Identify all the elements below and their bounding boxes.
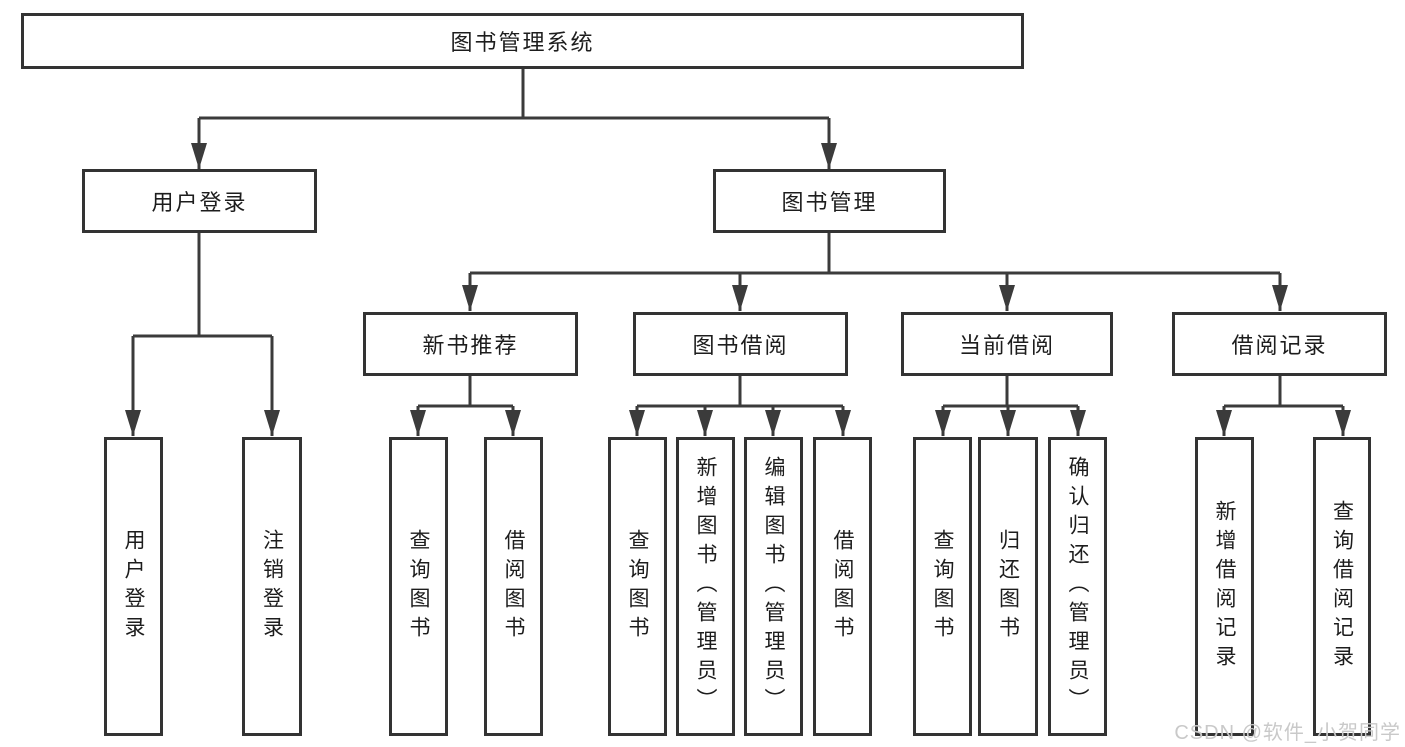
node-book-borrow: 图书借阅 [633,312,848,376]
leaf-query-books-2: 查询图书 [608,437,667,736]
leaf-logout: 注销登录 [242,437,302,736]
leaf-label: 查询图书 [931,528,954,645]
node-new-book-recommend: 新书推荐 [363,312,578,376]
leaf-label: 归还图书 [996,528,1020,645]
node-borrow-records: 借阅记录 [1172,312,1387,376]
leaf-borrow-books-1: 借阅图书 [484,437,543,736]
leaf-label: 新增图书（管理员） [694,456,717,717]
leaf-user-login: 用户登录 [104,437,163,736]
leaf-label: 查询图书 [626,528,649,645]
leaf-confirm-return-admin: 确认归还（管理员） [1048,437,1107,736]
leaf-label: 查询图书 [407,528,430,645]
leaf-query-books-3: 查询图书 [913,437,972,736]
leaf-label: 注销登录 [260,528,284,645]
leaf-borrow-books-2: 借阅图书 [813,437,872,736]
node-book-management: 图书管理 [713,169,946,233]
leaf-return-books: 归还图书 [978,437,1038,736]
leaf-add-borrow-record: 新增借阅记录 [1195,437,1254,736]
node-user-login: 用户登录 [82,169,317,233]
node-current-borrow: 当前借阅 [901,312,1113,376]
leaf-edit-books-admin: 编辑图书（管理员） [744,437,803,736]
node-system-root: 图书管理系统 [21,13,1024,69]
leaf-label: 新增借阅记录 [1213,499,1236,674]
leaf-label: 借阅图书 [502,528,525,645]
leaf-label: 查询借阅记录 [1330,499,1354,674]
leaf-query-borrow-record: 查询借阅记录 [1313,437,1371,736]
leaf-label: 编辑图书（管理员） [762,456,785,717]
leaf-label: 借阅图书 [831,528,854,645]
csdn-watermark: CSDN @软件_小贺同学 [1174,722,1401,744]
leaf-query-books-1: 查询图书 [389,437,448,736]
leaf-add-books-admin: 新增图书（管理员） [676,437,735,736]
leaf-label: 用户登录 [122,528,145,645]
leaf-label: 确认归还（管理员） [1066,456,1089,717]
